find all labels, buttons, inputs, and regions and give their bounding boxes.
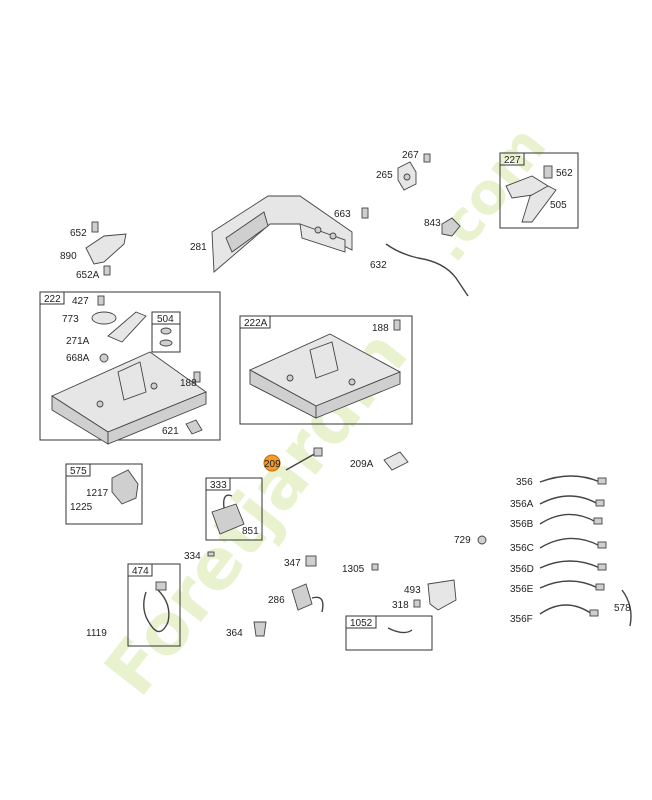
part-209A[interactable] [383, 451, 409, 471]
label-356A: 356A [510, 499, 534, 510]
part-188-right[interactable] [393, 319, 401, 331]
part-493[interactable] [427, 579, 457, 611]
part-334[interactable] [207, 551, 215, 557]
label-663: 663 [334, 209, 351, 220]
group-222: 222 427 773 271A 668A 504 188 621 [39, 291, 221, 445]
part-271A[interactable] [107, 311, 147, 343]
group-label-227: 227 [504, 155, 521, 166]
label-318: 318 [392, 600, 409, 611]
group-label-474: 474 [132, 566, 149, 577]
label-562: 562 [556, 168, 573, 179]
part-281[interactable] [211, 195, 353, 273]
part-578[interactable] [621, 589, 632, 627]
part-575-body[interactable] [111, 469, 139, 505]
label-356: 356 [516, 477, 533, 488]
label-652: 652 [70, 228, 87, 239]
group-label-222A: 222A [244, 318, 268, 329]
part-265[interactable] [397, 161, 417, 191]
label-265: 265 [376, 170, 393, 181]
group-label-222: 222 [44, 294, 61, 305]
label-347: 347 [284, 558, 301, 569]
label-188-right: 188 [372, 323, 389, 334]
part-333-module[interactable] [211, 494, 245, 535]
label-356E: 356E [510, 584, 534, 595]
group-222A: 222A 188 [239, 315, 413, 425]
part-267[interactable] [423, 153, 431, 163]
label-209A: 209A [350, 459, 374, 470]
group-label-1052: 1052 [350, 618, 373, 629]
part-356F[interactable] [539, 604, 599, 617]
label-621: 621 [162, 426, 179, 437]
label-1119: 1119 [86, 628, 107, 639]
label-334: 334 [184, 551, 201, 562]
part-1305[interactable] [371, 563, 379, 571]
label-729: 729 [454, 535, 471, 546]
label-267: 267 [402, 150, 419, 161]
part-505[interactable] [505, 175, 557, 223]
part-843[interactable] [441, 217, 461, 237]
label-356B: 356B [510, 519, 534, 530]
part-347[interactable] [305, 555, 317, 567]
part-474-harness[interactable] [143, 581, 170, 633]
part-base-plate-222A[interactable] [248, 333, 402, 419]
part-188-left[interactable] [193, 371, 201, 383]
label-356F: 356F [510, 614, 533, 625]
group-333: 333 851 [205, 477, 263, 541]
part-364[interactable] [253, 621, 267, 637]
group-474: 474 [127, 563, 181, 647]
group-1052: 1052 [345, 615, 433, 651]
part-356E[interactable] [539, 580, 605, 591]
part-652A[interactable] [103, 265, 111, 276]
label-281: 281 [190, 242, 207, 253]
label-356C: 356C [510, 543, 534, 554]
part-663[interactable] [361, 207, 369, 219]
part-209[interactable] [263, 447, 323, 472]
label-271A: 271A [66, 336, 90, 347]
group-label-333: 333 [210, 480, 227, 491]
part-356C[interactable] [539, 537, 607, 549]
part-621[interactable] [185, 419, 203, 435]
part-729[interactable] [477, 535, 487, 545]
part-632[interactable] [385, 243, 469, 297]
label-668A: 668A [66, 353, 90, 364]
part-356[interactable] [539, 475, 607, 485]
label-356D: 356D [510, 564, 534, 575]
part-668A[interactable] [99, 353, 109, 363]
part-318[interactable] [413, 599, 421, 608]
label-493: 493 [404, 585, 421, 596]
label-1217: 1217 [86, 488, 109, 499]
label-851: 851 [242, 526, 259, 537]
part-890[interactable] [85, 233, 127, 265]
label-632: 632 [370, 260, 387, 271]
label-890: 890 [60, 251, 77, 262]
label-652A: 652A [76, 270, 100, 281]
label-505: 505 [550, 200, 567, 211]
label-364: 364 [226, 628, 243, 639]
label-578: 578 [614, 603, 631, 614]
wire-leads-356-series: 356 356A 356B 356C 356D 356E 356F [510, 475, 607, 625]
part-773[interactable] [91, 311, 117, 325]
part-356D[interactable] [539, 560, 607, 571]
label-286: 286 [268, 595, 285, 606]
group-label-575: 575 [70, 466, 87, 477]
part-427[interactable] [97, 295, 105, 306]
label-1305: 1305 [342, 564, 365, 575]
part-356B[interactable] [539, 513, 603, 525]
label-427: 427 [72, 296, 89, 307]
part-286[interactable] [291, 583, 324, 613]
label-1225: 1225 [70, 502, 93, 513]
part-562[interactable] [543, 165, 553, 179]
group-label-504: 504 [157, 314, 174, 325]
label-843: 843 [424, 218, 441, 229]
group-227: 227 562 505 [499, 152, 579, 229]
part-652[interactable] [91, 221, 99, 233]
part-356A[interactable] [539, 495, 605, 507]
part-base-plate-222[interactable] [51, 351, 207, 445]
group-575: 575 1217 1225 [65, 463, 143, 525]
group-504: 504 [151, 311, 181, 353]
label-188-left: 188 [180, 378, 197, 389]
label-773: 773 [62, 314, 79, 325]
label-209: 209 [264, 459, 281, 470]
